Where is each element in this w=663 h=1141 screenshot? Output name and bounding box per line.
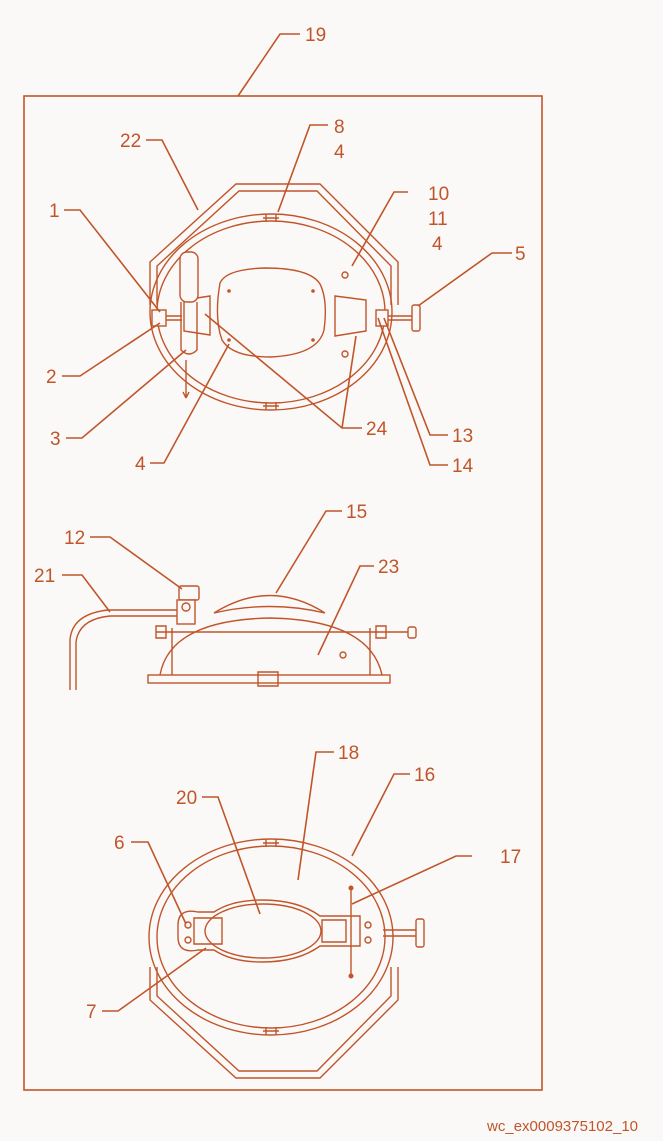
callout-10: 10 xyxy=(428,184,449,205)
callout-21: 21 xyxy=(34,566,55,587)
callout-20: 20 xyxy=(176,788,197,809)
callout-24: 24 xyxy=(366,419,388,440)
figure-caption: wc_ex0009375102_10 xyxy=(486,1118,638,1135)
top-view-assembly xyxy=(149,183,421,411)
callout-1: 1 xyxy=(49,201,60,222)
callout-22: 22 xyxy=(120,131,141,152)
callout-11: 11 xyxy=(428,209,448,230)
callout-14: 14 xyxy=(452,456,474,477)
callout-3: 3 xyxy=(50,429,61,450)
callout-5: 5 xyxy=(515,244,526,265)
callout-23: 23 xyxy=(378,557,399,578)
callout-17: 17 xyxy=(500,847,521,868)
bottom-view-assembly xyxy=(148,838,425,1079)
figure-frame xyxy=(23,95,543,1091)
callout-16: 16 xyxy=(414,765,435,786)
callout-8: 8 xyxy=(334,117,345,138)
callout-labels: 19 22 8 4 1 10 11 4 5 2 3 4 24 13 14 15 … xyxy=(34,25,526,1023)
callout-15: 15 xyxy=(346,502,367,523)
callout-19: 19 xyxy=(305,25,326,46)
leader-lines xyxy=(62,33,512,1012)
callout-6: 6 xyxy=(114,833,125,854)
callout-10-sub: 4 xyxy=(432,234,443,255)
callout-18: 18 xyxy=(338,743,359,764)
callout-8-sub: 4 xyxy=(334,142,345,163)
side-view-assembly xyxy=(69,585,417,690)
callout-4: 4 xyxy=(135,454,146,475)
callout-13: 13 xyxy=(452,426,473,447)
callout-12: 12 xyxy=(64,528,85,549)
callout-2: 2 xyxy=(46,367,57,388)
callout-7: 7 xyxy=(86,1002,97,1023)
